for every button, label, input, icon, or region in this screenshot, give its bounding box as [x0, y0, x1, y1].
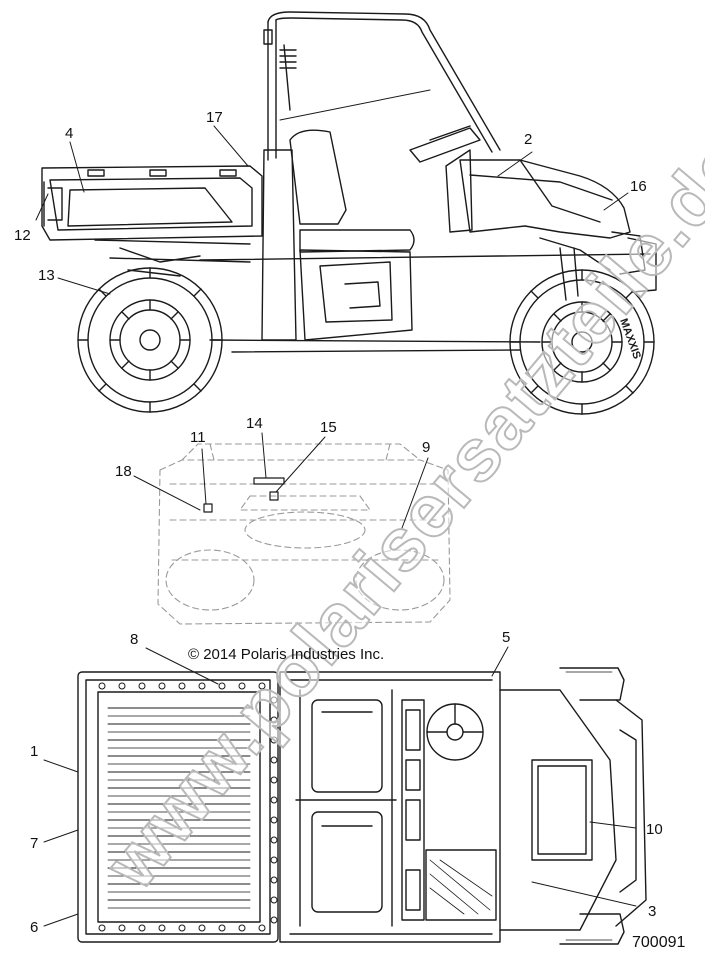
- callout-2: 2: [524, 131, 533, 148]
- callout-12: 12: [14, 227, 31, 244]
- top-view: [77, 667, 647, 945]
- callout-15: 15: [320, 419, 337, 436]
- copyright-notice: © 2014 Polaris Industries Inc.: [188, 646, 385, 663]
- callout-14: 14: [246, 415, 263, 432]
- rear-view-decals: [203, 477, 285, 513]
- callout-4: 4: [65, 125, 74, 142]
- callout-18: 18: [115, 463, 132, 480]
- callout-1: 1: [30, 743, 39, 760]
- callout-5: 5: [502, 629, 511, 646]
- callout-8: 8: [130, 631, 139, 648]
- rear-view: [157, 443, 451, 625]
- tire-brand-label: MAXXIS: [617, 317, 643, 361]
- part-number: 700091: [632, 934, 686, 951]
- callout-3: 3: [648, 903, 657, 920]
- leader-lines: [35, 125, 637, 927]
- callout-17: 17: [206, 109, 223, 126]
- callout-13: 13: [38, 267, 55, 284]
- callout-7: 7: [30, 835, 39, 852]
- callout-10: 10: [646, 821, 663, 838]
- side-view: [41, 11, 657, 415]
- callout-16: 16: [630, 178, 647, 195]
- callout-11: 11: [190, 429, 206, 446]
- callout-9: 9: [422, 439, 431, 456]
- callout-6: 6: [30, 919, 39, 936]
- tire-brand-marks: MAXXIS: [617, 317, 643, 361]
